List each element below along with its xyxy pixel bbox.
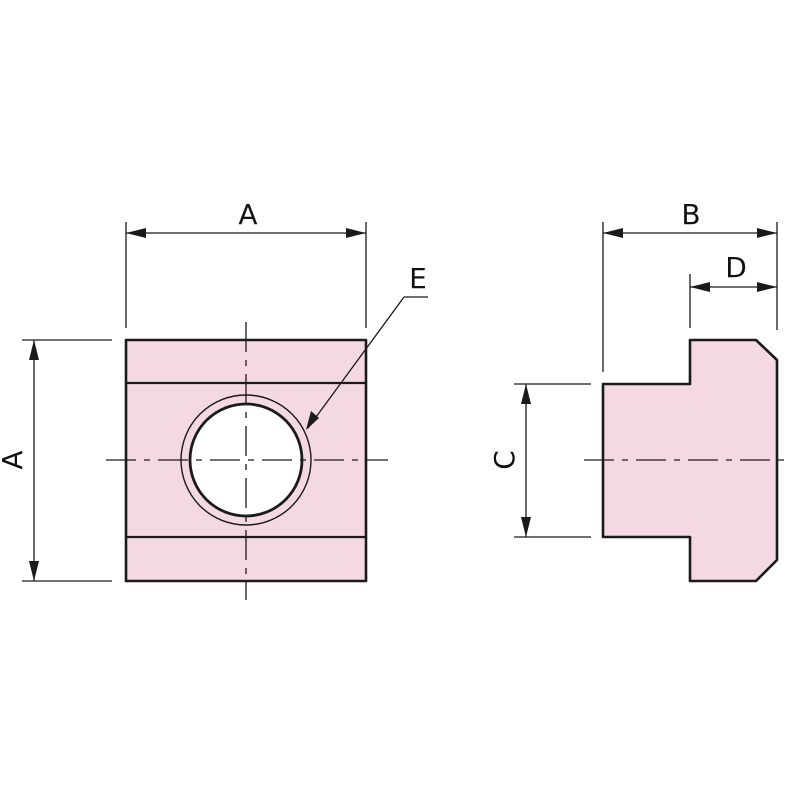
arrowhead-right [346, 228, 366, 238]
side-view [584, 338, 790, 583]
dimension-label-a-top: A [238, 198, 257, 231]
dimension-b: B [602, 198, 778, 372]
dimension-label-c: C [488, 450, 521, 470]
dimension-a-horizontal: A [125, 198, 367, 328]
dimension-label-d: D [725, 251, 747, 284]
arrowhead-bottom [521, 517, 531, 537]
front-view [106, 322, 388, 600]
leader-arrowhead [306, 411, 319, 430]
arrowhead-left [603, 228, 623, 238]
callout-label-e: E [409, 262, 427, 295]
arrowhead-right [757, 228, 777, 238]
arrowhead-top [521, 384, 531, 404]
dimension-a-vertical: A [0, 339, 112, 582]
leader-e: E [306, 262, 428, 430]
arrowhead-left [690, 282, 710, 292]
dimension-d: D [689, 251, 777, 328]
dimension-label-a-left: A [0, 450, 29, 469]
arrowhead-left [126, 228, 146, 238]
arrowhead-right [757, 282, 777, 292]
arrowhead-top [29, 340, 39, 360]
leader-line [307, 296, 405, 429]
dimension-c: C [488, 383, 591, 538]
dimension-label-b: B [681, 198, 700, 231]
arrowhead-bottom [29, 561, 39, 581]
